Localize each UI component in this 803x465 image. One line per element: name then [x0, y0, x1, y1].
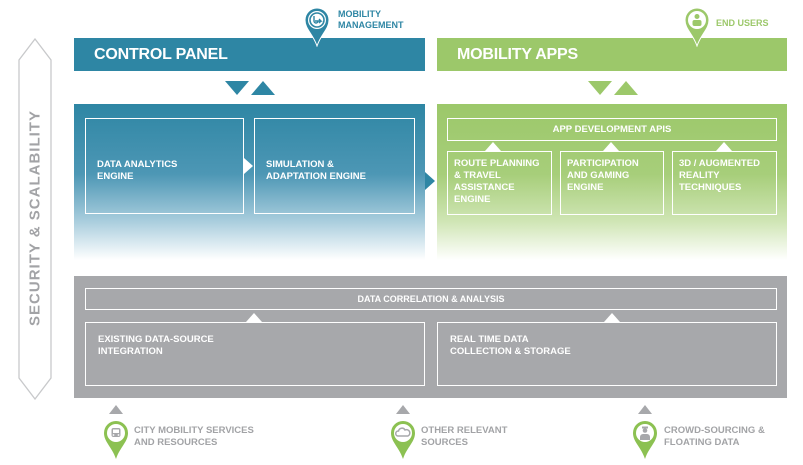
mobility-apps-body: [437, 104, 787, 260]
data-layer-panel: [74, 276, 787, 398]
box-line: ENGINE: [567, 182, 604, 193]
simulation-adaptation-engine-box: SIMULATION & ADAPTATION ENGINE: [254, 118, 415, 214]
mobility-management-line1: MOBILITY: [338, 9, 381, 19]
cloud-icon: [391, 421, 415, 459]
app-development-apis-bar: APP DEVELOPMENT APIS: [447, 118, 777, 141]
security-scalability-arrow: [18, 38, 52, 400]
box-line: ENGINE: [97, 171, 134, 182]
box-line: ENGINE: [454, 194, 491, 205]
city-mobility-label: CITY MOBILITY SERVICES AND RESOURCES: [134, 425, 254, 449]
up-arrow: [485, 142, 501, 151]
real-time-data-box: REAL TIME DATA COLLECTION & STORAGE: [437, 322, 777, 386]
source-line: OTHER RELEVANT: [421, 425, 508, 436]
flow-arrow-right: [244, 158, 253, 174]
bidirectional-arrow-apps: [588, 81, 638, 95]
box-line: ASSISTANCE: [454, 182, 515, 193]
other-sources-label: OTHER RELEVANT SOURCES: [421, 425, 507, 449]
source-line: CITY MOBILITY SERVICES: [134, 425, 254, 436]
augmented-reality-box: 3D / AUGMENTED REALITY TECHNIQUES: [672, 151, 777, 215]
box-line: AND GAMING: [567, 170, 630, 181]
up-arrow: [603, 142, 619, 151]
box-line: ADAPTATION ENGINE: [266, 171, 366, 182]
mobility-management-label: MOBILITY MANAGEMENT: [338, 9, 404, 31]
up-arrow: [396, 405, 410, 414]
data-analytics-engine-box: DATA ANALYTICS ENGINE: [85, 118, 244, 214]
mobility-apps-header: MOBILITY APPS: [437, 38, 787, 71]
source-line: FLOATING DATA: [664, 437, 740, 448]
up-arrow: [638, 405, 652, 414]
box-line: INTEGRATION: [98, 346, 163, 357]
source-line: AND RESOURCES: [134, 437, 218, 448]
box-line: EXISTING DATA-SOURCE: [98, 334, 214, 345]
security-scalability-label: SECURITY & SCALABILITY: [26, 110, 44, 326]
route-planning-box: ROUTE PLANNING & TRAVEL ASSISTANCE ENGIN…: [447, 151, 552, 215]
user-icon: [684, 7, 710, 47]
control-panel-body: [74, 104, 425, 260]
box-line: TECHNIQUES: [679, 182, 742, 193]
box-line: COLLECTION & STORAGE: [450, 346, 571, 357]
box-line: ROUTE PLANNING: [454, 158, 540, 169]
source-line: CROWD-SOURCING &: [664, 425, 765, 436]
data-correlation-bar: DATA CORRELATION & ANALYSIS: [85, 288, 777, 310]
up-arrow: [109, 405, 123, 414]
box-line: REALITY: [679, 170, 720, 181]
crowd-sourcing-label: CROWD-SOURCING & FLOATING DATA: [664, 425, 765, 449]
box-line: PARTICIPATION: [567, 158, 639, 169]
mobility-management-line2: MANAGEMENT: [338, 20, 404, 30]
source-line: SOURCES: [421, 437, 468, 448]
bus-icon: [104, 421, 128, 459]
box-line: SIMULATION &: [266, 159, 334, 170]
box-line: & TRAVEL: [454, 170, 501, 181]
control-panel-header: CONTROL PANEL: [74, 38, 425, 71]
existing-data-source-box: EXISTING DATA-SOURCE INTEGRATION: [85, 322, 425, 386]
box-line: 3D / AUGMENTED: [679, 158, 760, 169]
up-arrow: [604, 313, 620, 322]
up-arrow: [716, 142, 732, 151]
person-icon: [633, 421, 657, 459]
up-arrow: [246, 313, 262, 322]
bidirectional-arrow-control: [225, 81, 275, 95]
end-users-label: END USERS: [716, 18, 769, 28]
route-icon: [304, 7, 330, 47]
box-line: DATA ANALYTICS: [97, 159, 178, 170]
box-line: REAL TIME DATA: [450, 334, 529, 345]
control-to-apps-arrow: [425, 172, 435, 190]
participation-gaming-box: PARTICIPATION AND GAMING ENGINE: [560, 151, 664, 215]
